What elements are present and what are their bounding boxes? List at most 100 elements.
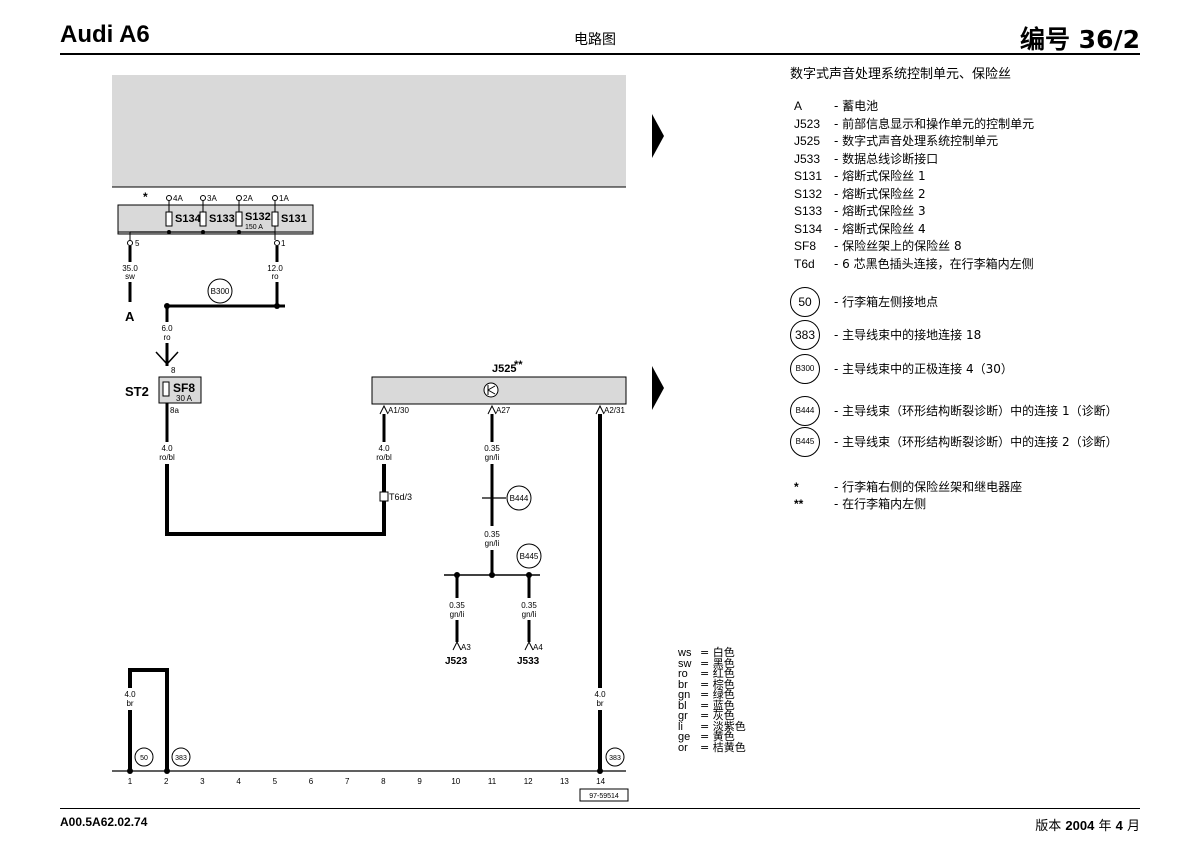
legend-desc: - 前部信息显示和操作单元的控制单元 [834, 116, 1035, 131]
track-number: 12 [524, 777, 533, 786]
legend-circle-symbol: 383 [790, 320, 820, 350]
color-code-row: ge= 黄色 [678, 731, 746, 743]
fuse-box-mark: * [143, 190, 148, 204]
wire-gnli-4-size: 0.35 [521, 601, 537, 610]
wire-4-br-right-color: br [596, 699, 603, 708]
sf8-rating: 30 A [176, 394, 193, 403]
ground-50-circle [134, 747, 154, 767]
terminal-2a: 2A [243, 194, 253, 203]
document-type: 电路图 [574, 32, 616, 48]
legend-circle-desc: - 主导线束（环形结构断裂诊断）中的连接 2（诊断） [834, 435, 1118, 449]
wire-4-br-left-color: br [126, 699, 133, 708]
wire-35-color: sw [125, 272, 135, 281]
version-mid: 年 [1098, 819, 1112, 834]
wire-12-size: 12.0 [267, 264, 283, 273]
color-code: br [678, 678, 688, 691]
fuse-terminal-pins: 4A 3A 2A 1A [166, 194, 289, 203]
battery-label: A [125, 309, 135, 324]
upper-gray-area [112, 75, 626, 187]
t6d-label: T6d/3 [389, 492, 412, 502]
fuse-s133-icon [199, 211, 207, 227]
legend-desc: - 6 芯黑色插头连接，在行李箱内左侧 [834, 256, 1034, 271]
t6d-connector-icon [379, 491, 389, 502]
note-mark: ** [794, 497, 804, 511]
wire-6-size: 6.0 [161, 324, 173, 333]
version-suffix: 月 [1126, 819, 1140, 834]
b300-label: B300 [211, 287, 230, 296]
wire-gnli-3-color: gn/li [450, 610, 465, 619]
color-code-row: or= 桔黄色 [678, 740, 746, 754]
sf8-out-pin: 8a [170, 406, 179, 415]
wire-4-br-right-size: 4.0 [594, 690, 606, 699]
wire-4-robl-right-color: ro/bl [376, 453, 392, 462]
ref-label: 97-59514 [589, 793, 619, 800]
legend-item: T6d- 6 芯黑色插头连接，在行李箱内左侧 [794, 256, 1034, 272]
fuse-s131-label: S131 [281, 213, 307, 225]
legend-circle-desc: - 主导线束中的接地连接 18 [834, 328, 982, 342]
color-name: = 桔黄色 [700, 740, 746, 754]
legend-circle-desc: - 行李箱左侧接地点 [834, 295, 939, 309]
fuse-out-right: 1 [281, 239, 286, 248]
legend-note: **- 在行李箱内左侧 [794, 496, 926, 512]
color-code: ws [678, 647, 692, 659]
track-number: 3 [200, 777, 205, 786]
fuse-s133-label: S133 [209, 213, 235, 225]
wire-4-robl-left-color: ro/bl [159, 453, 175, 462]
legend-circle-symbol: B444 [790, 396, 820, 426]
track-number: 5 [273, 777, 278, 786]
legend-item: J523 - 前部信息显示和操作单元的控制单元 [794, 116, 1034, 132]
legend-desc: - 数据总线诊断接口 [834, 151, 939, 166]
ground-383-left-label: 383 [175, 755, 187, 762]
color-name: = 绿色 [700, 688, 735, 701]
color-code: ro [678, 668, 688, 680]
track-number: 6 [309, 777, 314, 786]
wire-gnli-4-color: gn/li [522, 610, 537, 619]
legend-code: S134 [794, 221, 823, 236]
color-name: = 黑色 [700, 656, 735, 670]
color-name: = 灰色 [700, 709, 735, 722]
wire-35-size: 35.0 [122, 264, 138, 273]
wire-4-robl-left-size: 4.0 [161, 444, 173, 453]
legend-circle-symbol: B300 [790, 354, 820, 384]
track-number: 8 [381, 777, 386, 786]
color-code-row: bl= 蓝色 [678, 700, 746, 712]
color-code: li [678, 720, 683, 733]
ground-50-label: 50 [140, 755, 148, 762]
legend-item: S132 - 熔断式保险丝 2 [794, 186, 926, 202]
wire-gnli-2-size: 0.35 [484, 530, 500, 539]
color-name: = 棕色 [700, 677, 735, 691]
j523-pin: A3 [461, 643, 471, 652]
legend-item: J533- 数据总线诊断接口 [794, 151, 938, 167]
b444-label: B444 [510, 494, 529, 503]
fuse-s132-label: S132 [245, 211, 271, 223]
legend-desc: - 熔断式保险丝 4 [834, 221, 926, 236]
legend-circle-symbol: B445 [790, 427, 820, 457]
color-code-row: ro = 红色 [678, 667, 746, 680]
version-month: 4 [1115, 818, 1123, 833]
fuse-s134-label: S134 [175, 213, 202, 225]
legend-item: S133- 熔断式保险丝 3 [794, 203, 926, 219]
color-name: = 白色 [700, 646, 735, 659]
legend-item: S134 - 熔断式保险丝 4 [794, 221, 926, 237]
legend-code: J523 [794, 116, 821, 131]
track-number: 13 [560, 777, 569, 786]
legend-code: S132 [794, 186, 823, 201]
legend-code: J525 [794, 134, 821, 148]
legend-desc: - 蓄电池 [834, 99, 879, 113]
track-number: 1 [128, 777, 133, 786]
version-prefix: 版本 [1035, 819, 1062, 834]
fuse-out-left: 5 [135, 239, 140, 248]
wire-gnli-1-color: gn/li [485, 453, 500, 462]
fuse-s134-icon [165, 211, 173, 227]
legend-desc: - 熔断式保险丝 2 [834, 186, 926, 201]
sf8-label: SF8 [173, 381, 195, 395]
sf8-in-pin: 8 [171, 366, 176, 375]
wire-4-br-left-size: 4.0 [124, 690, 136, 699]
color-code-row: br = 棕色 [678, 677, 746, 691]
ground-383-right-label: 383 [609, 755, 621, 762]
footer-rule [60, 808, 1140, 809]
legend-item: A- 蓄电池 [794, 98, 878, 114]
j525-label: J525 [492, 363, 516, 375]
color-name: = 红色 [700, 667, 735, 680]
